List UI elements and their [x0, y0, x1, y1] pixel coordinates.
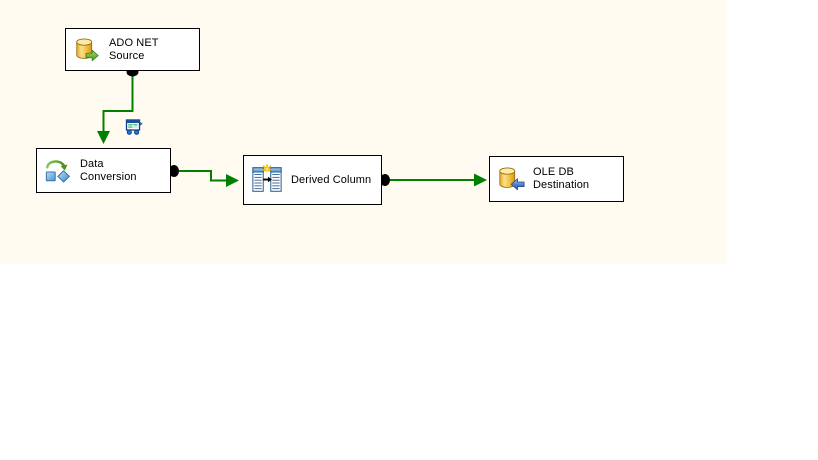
component-label-derived-column: Derived Column	[291, 173, 372, 186]
derived-column-icon	[252, 164, 282, 192]
component-label-ado-net-source: ADO NET Source	[109, 36, 159, 62]
component-label-oledb-destination: OLE DB Destination	[533, 166, 590, 191]
component-data-conversion[interactable]: Data Conversion	[36, 148, 171, 193]
component-ado-net-source[interactable]: ADO NET Source	[65, 28, 200, 71]
path-conversion-to-derived[interactable]	[169, 165, 239, 187]
path-derived-to-destination[interactable]	[380, 173, 487, 187]
component-derived-column[interactable]: Derived Column	[243, 155, 382, 205]
data-viewer-icon[interactable]	[125, 119, 143, 135]
database-cylinder-green-arrow-icon	[76, 37, 99, 61]
data-flow-design-surface[interactable]: ADO NET Source	[0, 0, 727, 264]
data-conversion-icon	[45, 159, 71, 183]
component-label-data-conversion: Data Conversion	[80, 157, 137, 183]
database-cylinder-blue-arrow-icon	[499, 167, 525, 191]
component-oledb-destination[interactable]: OLE DB Destination	[489, 156, 624, 202]
